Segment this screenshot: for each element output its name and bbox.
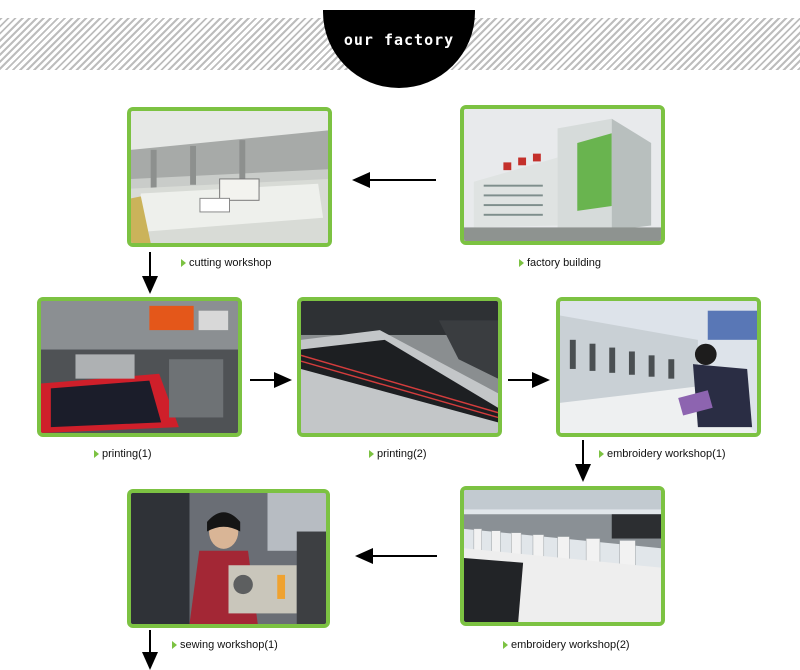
- embroidery-workshop-2-image: [464, 490, 661, 622]
- arrow-right-icon: [508, 372, 550, 388]
- caption-bullet-icon: [181, 259, 186, 267]
- caption-bullet-icon: [369, 450, 374, 458]
- caption-printing-2: printing(2): [369, 448, 427, 460]
- factory-building-image: [464, 109, 661, 241]
- photo-factory-building: [460, 105, 665, 245]
- caption-bullet-icon: [503, 641, 508, 649]
- caption-factory-building: factory building: [519, 257, 601, 269]
- flow-arrow-right-icon: [250, 370, 292, 390]
- caption-text: embroidery workshop(1): [607, 448, 726, 460]
- header-title-cap: our factory: [323, 10, 475, 88]
- page-title: our factory: [343, 31, 455, 49]
- flow-arrow-down-icon: [140, 630, 160, 670]
- embroidery-workshop-1-image: [560, 301, 757, 433]
- printing-1-image: [41, 301, 238, 433]
- photo-sewing-workshop-1: [127, 489, 330, 628]
- arrow-down-icon: [142, 630, 158, 670]
- cutting-workshop-image: [131, 111, 328, 243]
- arrow-down-icon: [142, 252, 158, 294]
- flow-arrow-down-icon: [573, 440, 593, 482]
- caption-embroidery-workshop-2: embroidery workshop(2): [503, 639, 630, 651]
- caption-text: embroidery workshop(2): [511, 639, 630, 651]
- photo-embroidery-workshop-1: [556, 297, 761, 437]
- photo-cutting-workshop: [127, 107, 332, 247]
- caption-bullet-icon: [94, 450, 99, 458]
- arrow-right-icon: [250, 372, 292, 388]
- caption-text: sewing workshop(1): [180, 639, 278, 651]
- caption-text: printing(2): [377, 448, 427, 460]
- caption-text: factory building: [527, 257, 601, 269]
- caption-cutting-workshop: cutting workshop: [181, 257, 272, 269]
- flow-arrow-down-icon: [140, 252, 160, 294]
- caption-embroidery-workshop-1: embroidery workshop(1): [599, 448, 726, 460]
- caption-bullet-icon: [172, 641, 177, 649]
- flow-arrow-left-icon: [352, 170, 436, 190]
- caption-text: cutting workshop: [189, 257, 272, 269]
- sewing-workshop-1-image: [131, 493, 326, 624]
- arrow-left-icon: [352, 172, 436, 188]
- photo-printing-2: [297, 297, 502, 437]
- photo-embroidery-workshop-2: [460, 486, 665, 626]
- caption-bullet-icon: [519, 259, 524, 267]
- caption-text: printing(1): [102, 448, 152, 460]
- printing-2-image: [301, 301, 498, 433]
- flow-arrow-left-icon: [355, 546, 437, 566]
- caption-printing-1: printing(1): [94, 448, 152, 460]
- flow-arrow-right-icon: [508, 370, 550, 390]
- caption-sewing-workshop-1: sewing workshop(1): [172, 639, 278, 651]
- caption-bullet-icon: [599, 450, 604, 458]
- arrow-left-icon: [355, 548, 437, 564]
- photo-printing-1: [37, 297, 242, 437]
- arrow-down-icon: [575, 440, 591, 482]
